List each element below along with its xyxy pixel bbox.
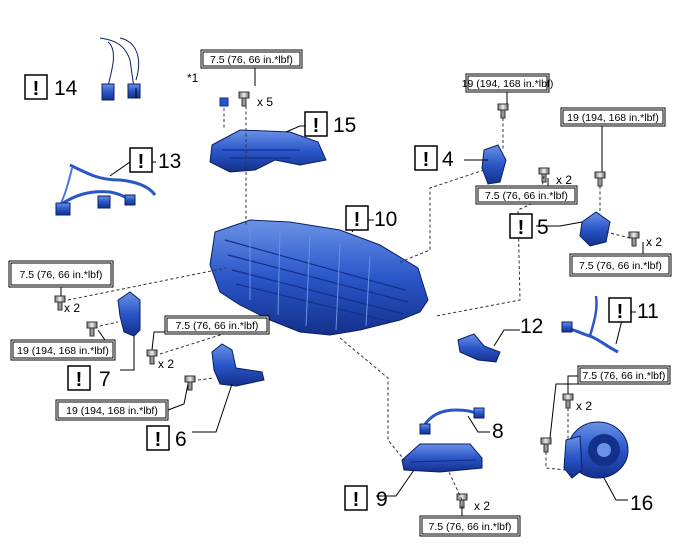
svg-text:!: ! <box>313 115 320 137</box>
torque-spec-19-bracket5: 19 (194, 168 in.*lbf) <box>560 107 666 127</box>
bolt-icon <box>497 103 509 119</box>
torque-value: 19 (194, 168 in.*lbf) <box>66 405 158 417</box>
cable-11-part <box>561 295 619 354</box>
bolt-icon <box>238 91 250 107</box>
svg-text:!: ! <box>33 78 40 100</box>
svg-text:!: ! <box>138 151 145 173</box>
battery-assembly-10-part <box>209 219 429 336</box>
quantity-labels: x 5 x 2 x 2 x 2 x 2 x 2 x 2 *1 <box>64 71 662 513</box>
callout-13: 13 <box>158 150 181 173</box>
callout-16: 16 <box>630 492 653 515</box>
callout-10: 10 <box>374 208 397 231</box>
quantity-label: x 2 <box>646 235 662 249</box>
wire-harness-13-part <box>55 163 157 216</box>
torque-spec-7.5-top: 7.5 (76, 66 in.*lbf) <box>200 49 303 69</box>
torque-value: 7.5 (76, 66 in.*lbf) <box>485 190 568 202</box>
caution-icon: ! <box>304 111 328 137</box>
torque-spec-7.5-fan: 7.5 (76, 66 in.*lbf) <box>577 365 671 385</box>
callout-numbers: 14 15 13 4 10 5 11 12 7 6 8 9 16 <box>54 77 659 515</box>
torque-value: 19 (194, 168 in.*lbf) <box>462 78 554 90</box>
callout-8: 8 <box>492 420 504 443</box>
quantity-label: x 2 <box>158 357 174 371</box>
callout-11: 11 <box>637 300 659 323</box>
torque-value: 7.5 (76, 66 in.*lbf) <box>210 54 293 66</box>
quantity-label: x 5 <box>257 95 273 109</box>
svg-text:!: ! <box>353 489 360 511</box>
torque-value: 7.5 (76, 66 in.*lbf) <box>20 269 103 281</box>
torque-spec-7.5-bracket4: 7.5 (76, 66 in.*lbf) <box>475 185 578 205</box>
caution-icon: ! <box>129 147 153 173</box>
callout-5: 5 <box>537 216 549 239</box>
callout-14: 14 <box>54 77 78 100</box>
caution-icon: ! <box>146 425 170 451</box>
cover-15-part <box>209 129 327 173</box>
cable-8-part <box>419 407 485 435</box>
bolt-icon <box>184 375 196 391</box>
torque-value: 7.5 (76, 66 in.*lbf) <box>176 320 259 332</box>
bracket-4-part <box>481 144 507 185</box>
svg-text:!: ! <box>155 429 162 451</box>
callout-9: 9 <box>376 488 388 511</box>
svg-text:!: ! <box>354 209 361 231</box>
quantity-label: x 2 <box>64 301 80 315</box>
callout-4: 4 <box>442 148 454 171</box>
torque-spec-19-bracket7: 19 (194, 168 in.*lbf) <box>10 339 116 361</box>
torque-spec-19-bracket6: 19 (194, 168 in.*lbf) <box>55 399 169 421</box>
bolt-icon <box>628 231 640 247</box>
caution-icons: ! ! ! ! ! ! ! ! ! ! <box>24 74 632 511</box>
bolt-icon <box>86 321 98 337</box>
bracket-6-part <box>211 343 265 387</box>
torque-value: 19 (194, 168 in.*lbf) <box>567 112 659 124</box>
torque-value: 7.5 (76, 66 in.*lbf) <box>583 370 666 382</box>
caution-icon: ! <box>509 213 533 239</box>
caution-icon: ! <box>345 205 369 231</box>
clip-icon <box>219 97 229 107</box>
quantity-label: x 2 <box>556 173 572 187</box>
bracket-12-part <box>457 333 501 363</box>
caution-icon: ! <box>24 74 48 100</box>
caution-icon: ! <box>67 365 91 391</box>
bracket-7-part <box>117 291 141 337</box>
tray-9-part <box>401 443 483 473</box>
svg-text:!: ! <box>76 369 83 391</box>
callout-12: 12 <box>520 315 543 338</box>
blower-fan-16-part <box>563 421 629 479</box>
caution-icon: ! <box>344 485 368 511</box>
torque-value: 7.5 (76, 66 in.*lbf) <box>429 521 512 533</box>
svg-text:!: ! <box>518 217 525 239</box>
callout-15: 15 <box>333 114 356 137</box>
torque-value: 19 (194, 168 in.*lbf) <box>17 345 109 357</box>
wire-harness-14-part <box>99 37 141 101</box>
caution-icon: ! <box>608 297 632 323</box>
caution-icon: ! <box>414 145 438 171</box>
torque-spec-7.5-left: 7.5 (76, 66 in.*lbf) <box>8 260 114 288</box>
bolt-icon <box>456 493 468 509</box>
quantity-label: x 2 <box>474 499 490 513</box>
callout-6: 6 <box>175 428 187 451</box>
callout-7: 7 <box>99 368 111 391</box>
torque-spec-7.5-bottom: 7.5 (76, 66 in.*lbf) <box>419 515 521 537</box>
torque-value: 7.5 (76, 66 in.*lbf) <box>579 260 662 272</box>
torque-spec-19-bracket4: 19 (194, 168 in.*lbf) <box>462 73 554 93</box>
torque-spec-7.5-center: 7.5 (76, 66 in.*lbf) <box>164 315 270 335</box>
alignment-lines <box>67 106 631 501</box>
svg-text:!: ! <box>423 149 430 171</box>
note-label: *1 <box>187 71 199 85</box>
quantity-label: x 2 <box>576 399 592 413</box>
bolt-icon <box>54 295 66 311</box>
bracket-5-part <box>579 211 611 247</box>
torque-spec-7.5-bracket5: 7.5 (76, 66 in.*lbf) <box>569 253 672 277</box>
bolt-icon <box>594 171 606 187</box>
leader-lines <box>60 68 644 516</box>
bolt-icon <box>146 349 158 365</box>
svg-text:!: ! <box>617 301 624 323</box>
bolt-icon <box>540 437 552 453</box>
bolt-icon <box>562 393 574 409</box>
